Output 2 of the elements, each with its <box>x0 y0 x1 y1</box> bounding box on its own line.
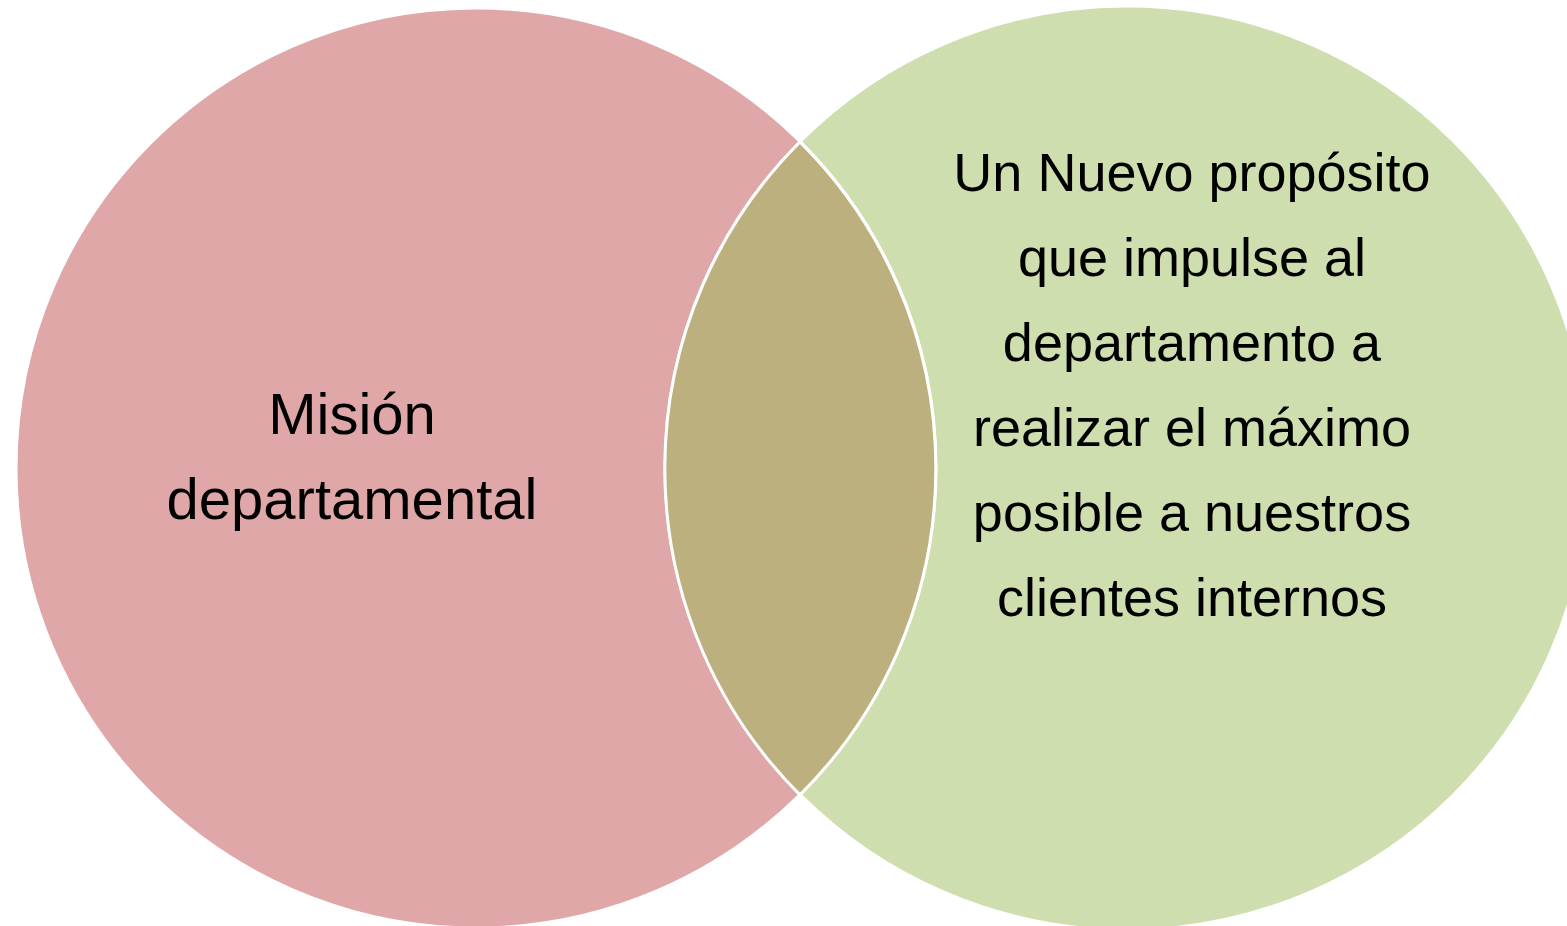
circle-label: Misión departamental <box>165 380 539 533</box>
circle-label: Un Nuevo propósito que impulse al departamento a realizar el máximo posible a nuestros clientes internos <box>952 141 1432 629</box>
